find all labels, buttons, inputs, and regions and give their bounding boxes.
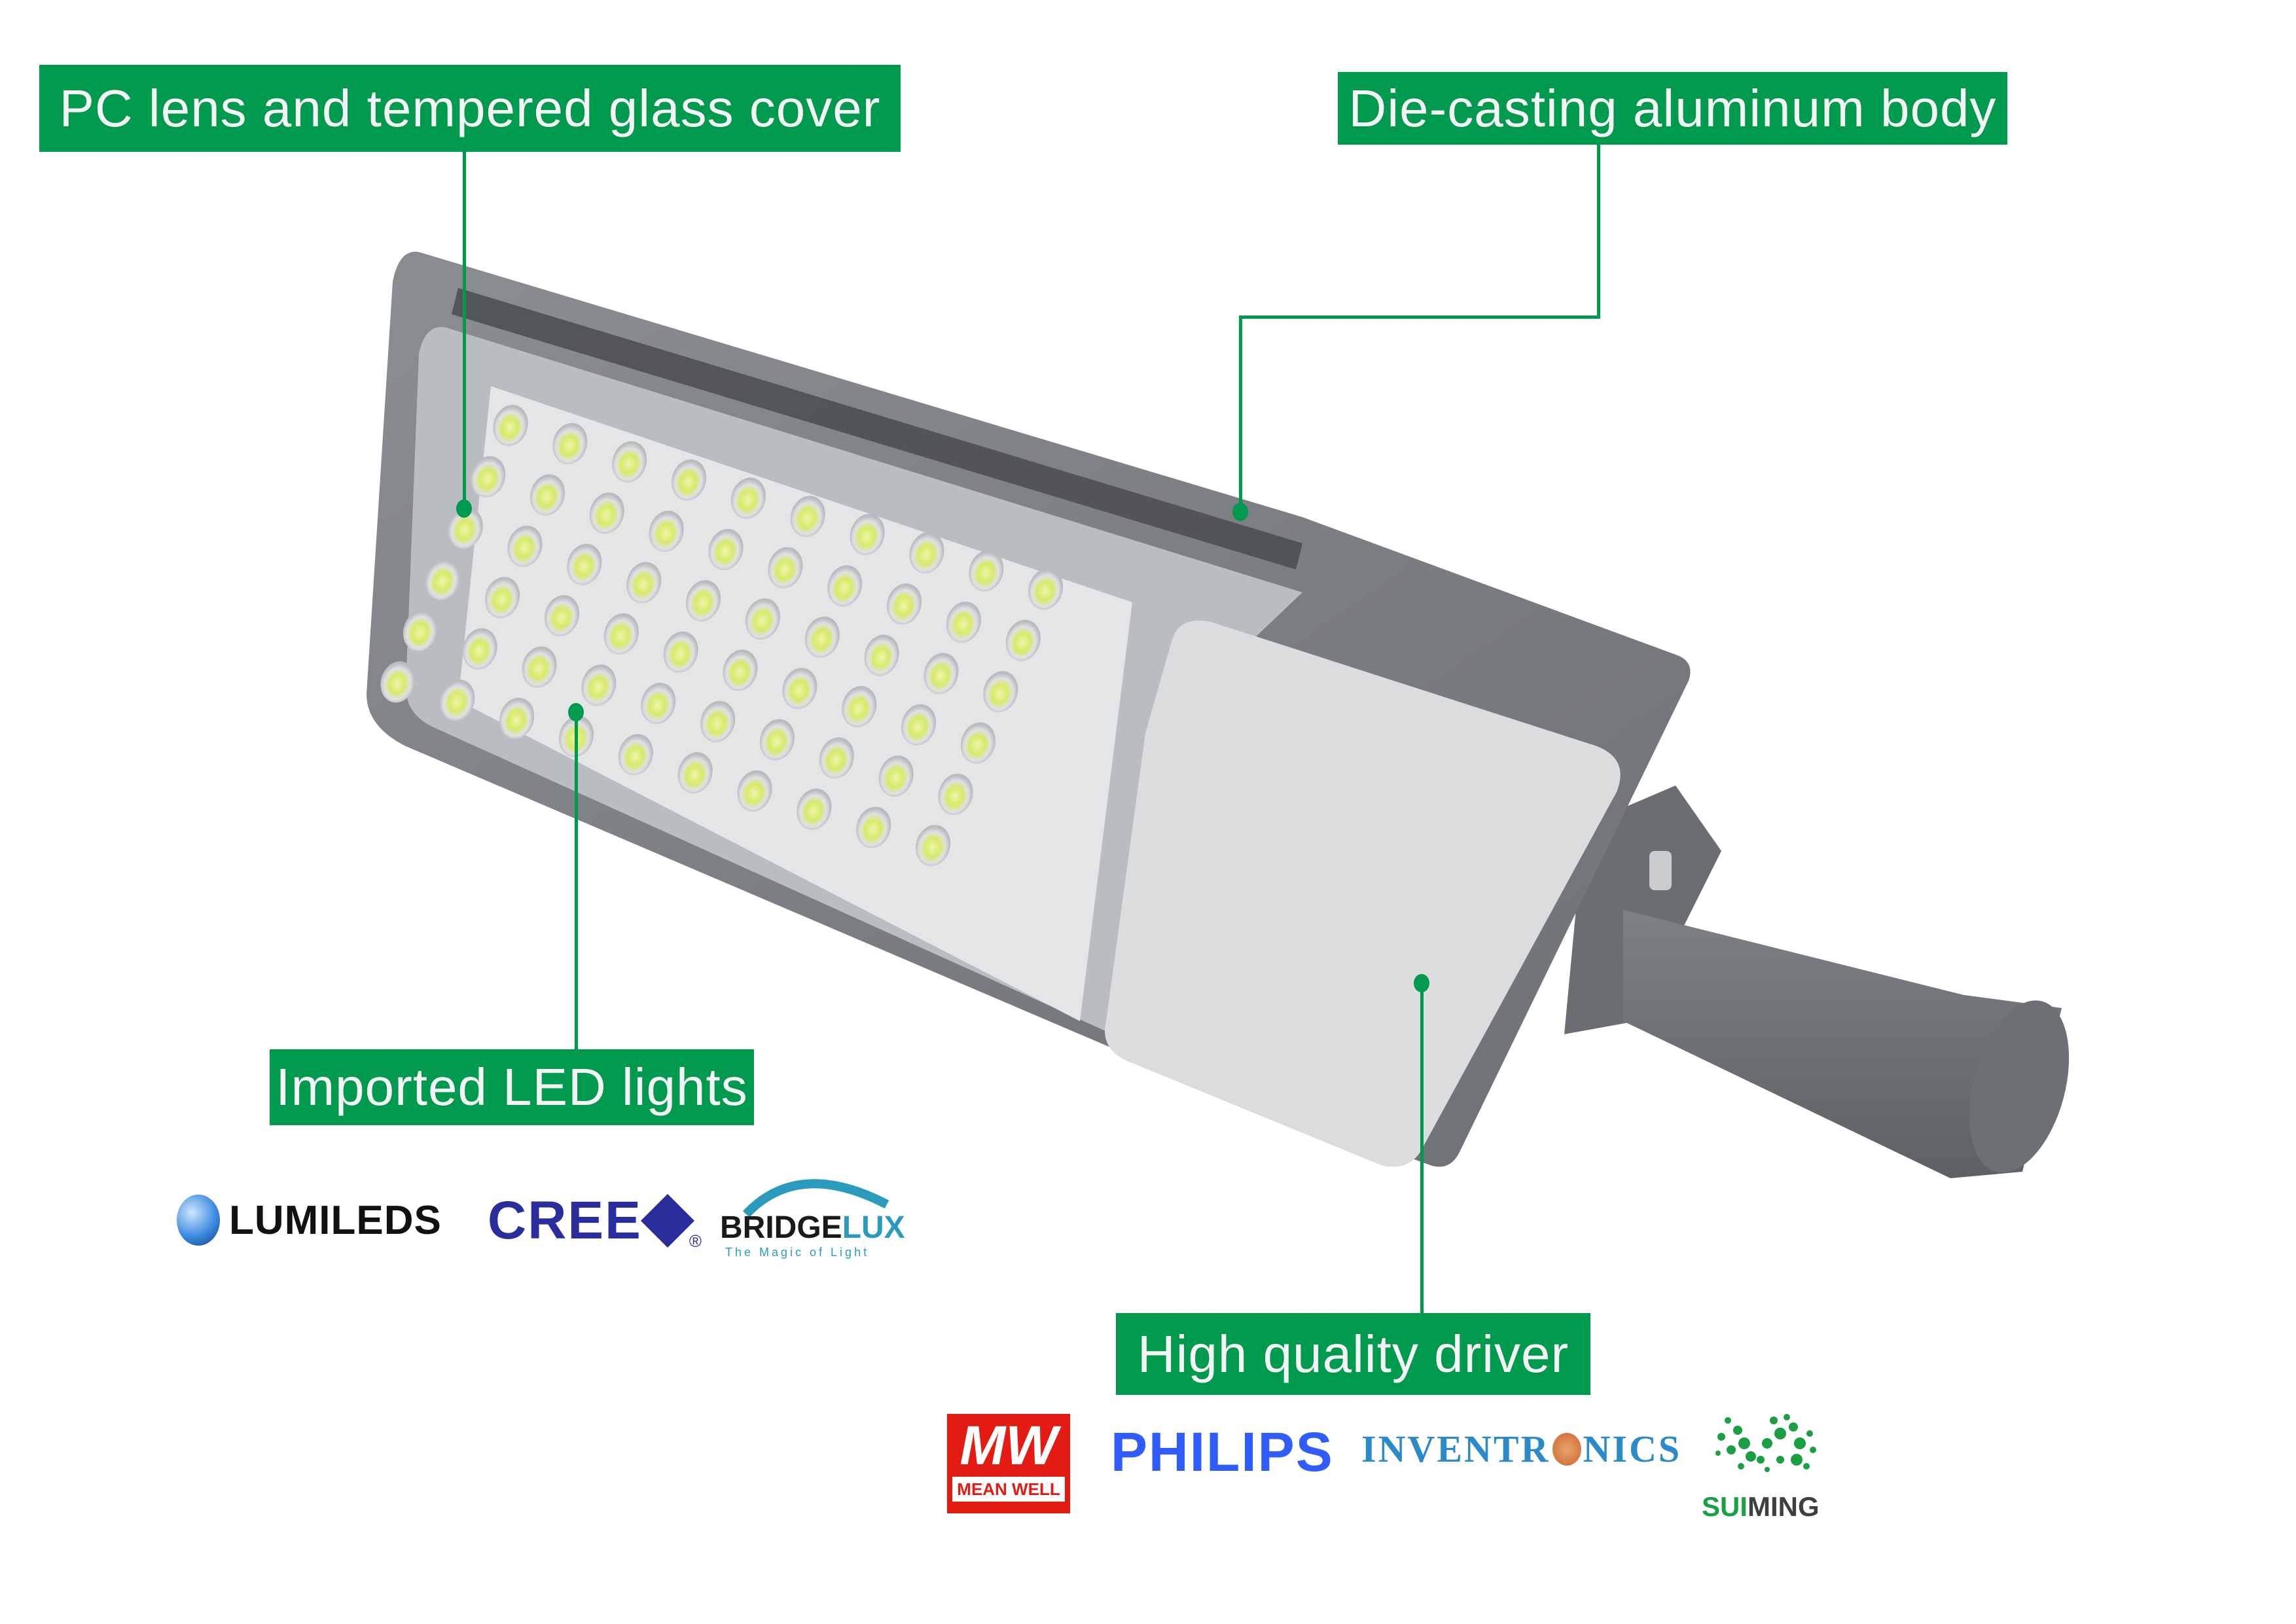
callout-lens-dot <box>456 499 472 518</box>
driver-cover <box>1105 621 1621 1167</box>
callout-led-text: Imported LED lights <box>276 1058 748 1116</box>
logo-inventronics: INVENTR NICS <box>1361 1428 1682 1470</box>
led-array <box>375 405 1064 871</box>
lumileds-sphere-icon <box>177 1195 220 1246</box>
callout-body-dot <box>1232 503 1248 521</box>
registered-icon: ® <box>689 1231 702 1251</box>
callout-led-leader <box>575 713 578 1056</box>
callout-driver-text: High quality driver <box>1137 1324 1570 1383</box>
callout-led-label: Imported LED lights <box>270 1049 754 1125</box>
callout-driver-label: High quality driver <box>1116 1313 1590 1395</box>
logo-lumileds: LUMILEDS <box>177 1195 442 1246</box>
logo-bridgelux: BRIDGELUX The Magic of Light <box>720 1165 905 1259</box>
cree-diamond-icon <box>640 1193 694 1248</box>
logo-suiming: SUIMING <box>1702 1407 1826 1523</box>
callout-driver-dot <box>1414 974 1429 992</box>
callout-lens-label: PC lens and tempered glass cover <box>39 65 901 152</box>
callout-led-dot <box>568 703 584 721</box>
suiming-dots-icon <box>1715 1414 1816 1472</box>
logo-philips: PHILIPS <box>1111 1421 1334 1483</box>
callout-lens-leader <box>463 152 466 509</box>
callout-body-leader-v1 <box>1597 145 1600 319</box>
mounting-arm <box>1564 785 2070 1178</box>
inventronics-globe-icon <box>1552 1432 1581 1466</box>
callout-body-text: Die-casting aluminum body <box>1348 79 1997 137</box>
callout-lens-text: PC lens and tempered glass cover <box>59 79 881 137</box>
callout-body-leader-v2 <box>1239 316 1242 512</box>
callout-body-label: Die-casting aluminum body <box>1338 72 2007 145</box>
callout-driver-leader <box>1420 983 1424 1316</box>
logo-meanwell: MW MEAN WELL <box>947 1414 1070 1513</box>
callout-body-leader-h <box>1239 316 1600 319</box>
bridgelux-arc-icon <box>742 1179 889 1218</box>
logo-cree: CREE ® <box>488 1191 702 1251</box>
